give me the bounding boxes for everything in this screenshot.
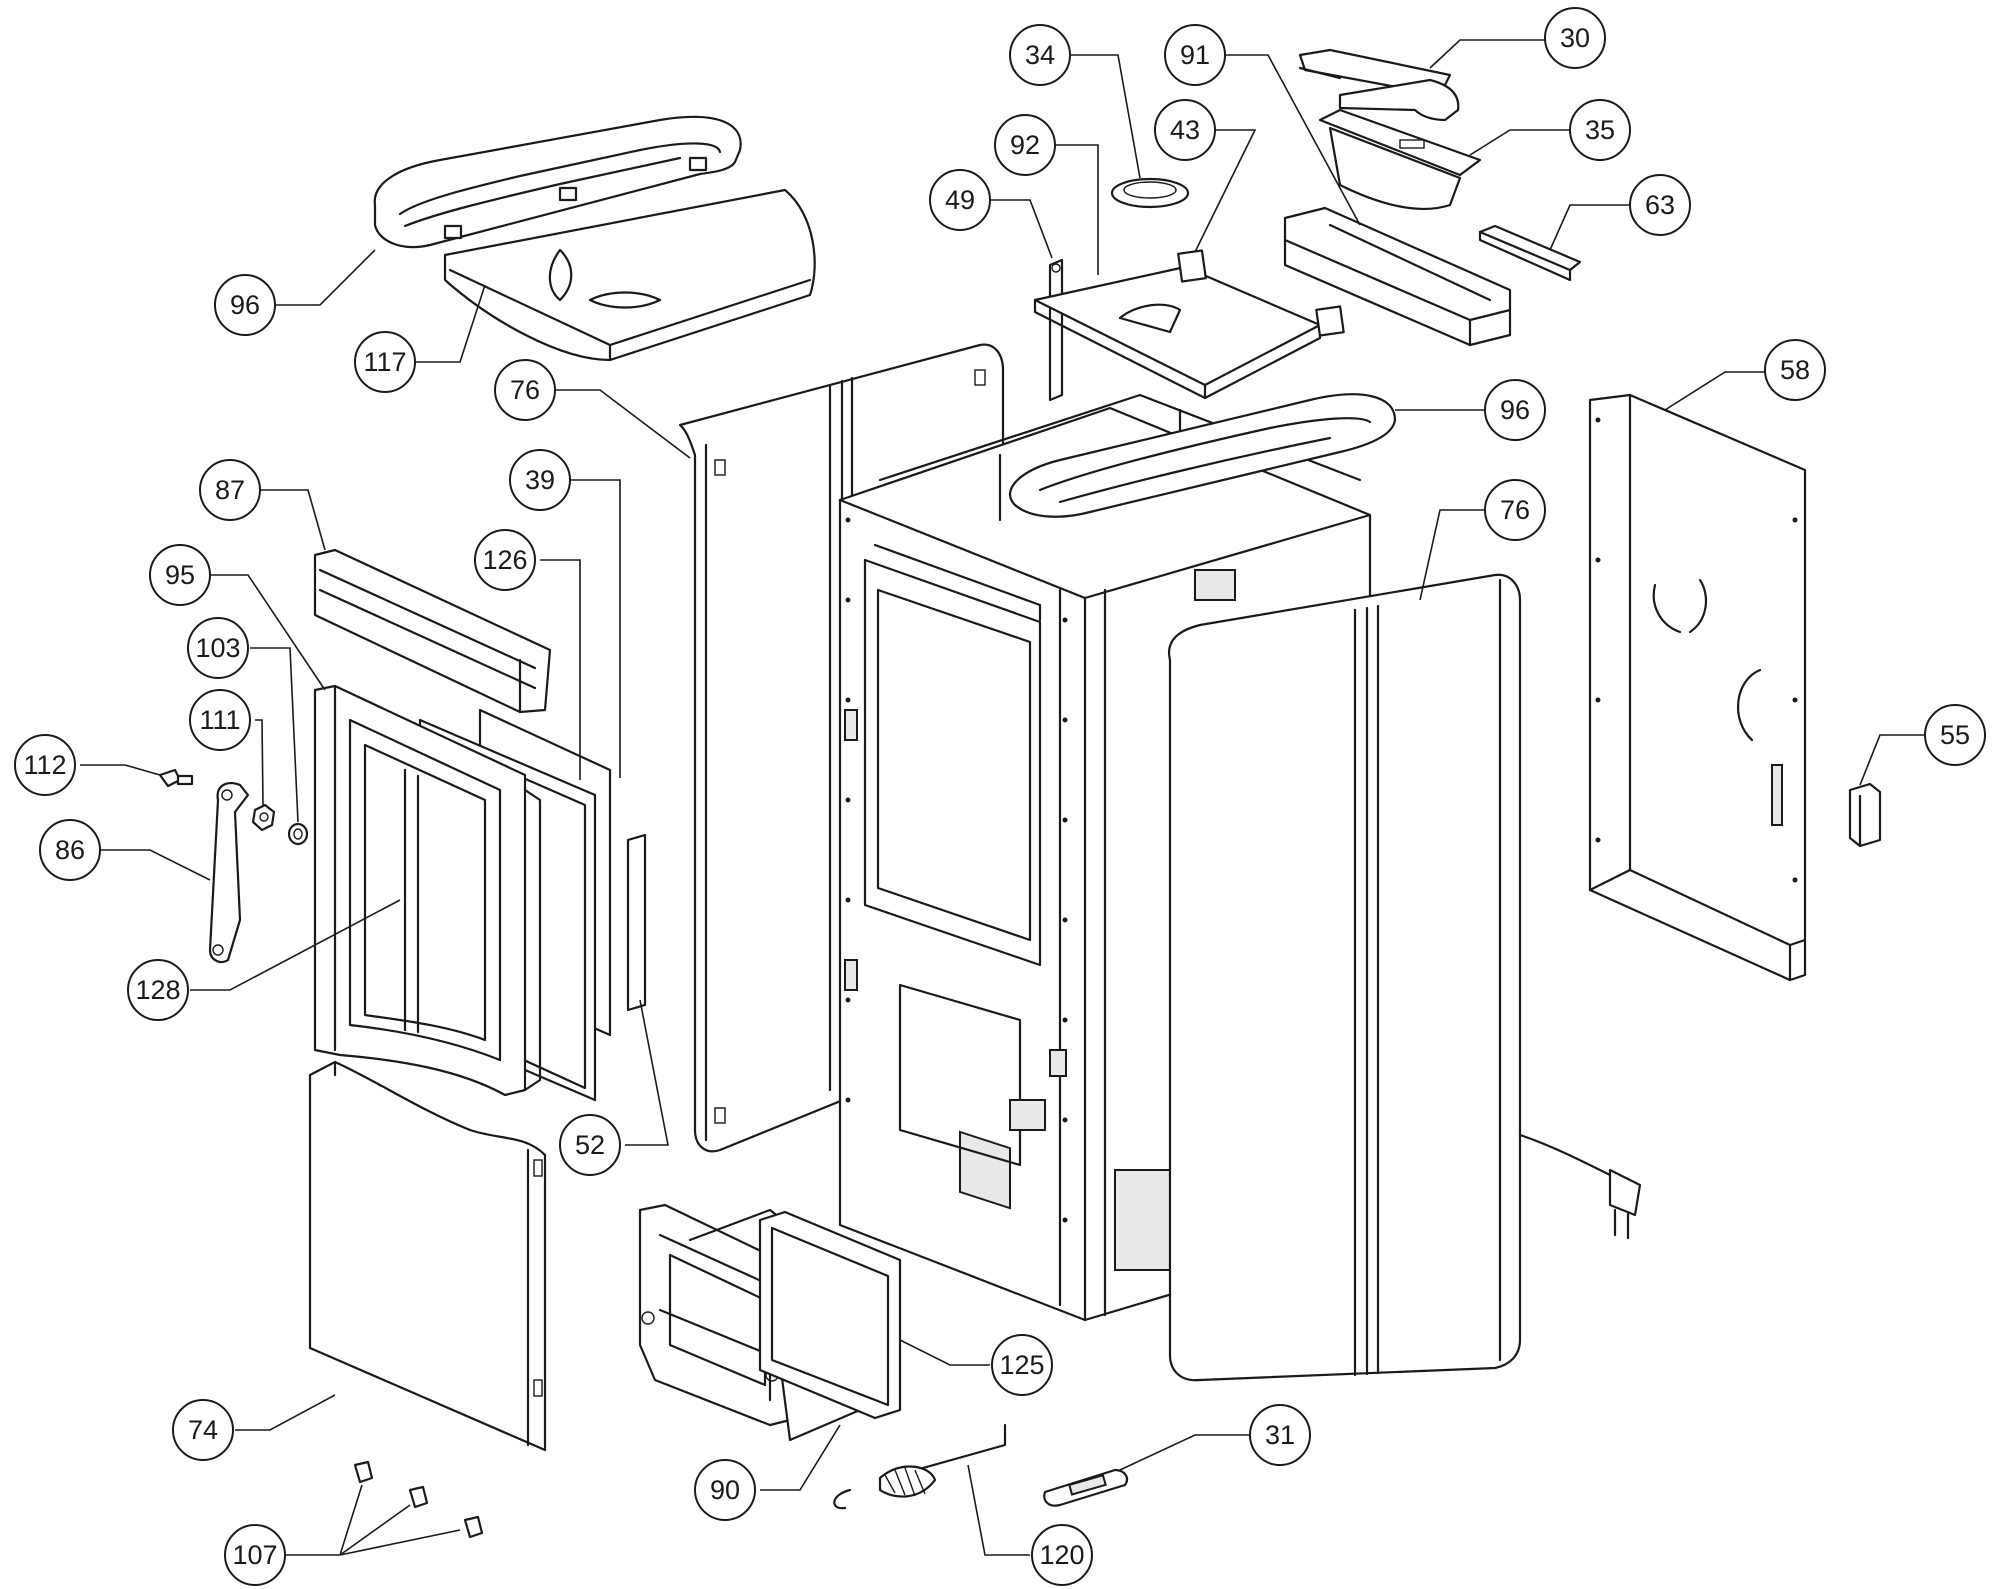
callout-43: 43 [1154,99,1216,161]
svg-text:52: 52 [575,1130,605,1160]
part-91-channel [1283,206,1512,347]
part-87-upper-grille [313,548,552,714]
part-125-drawer-gasket [758,1210,902,1420]
callout-76-right: 76 [1484,479,1546,541]
callout-49: 49 [929,169,991,231]
part-35-ash-tray [1318,108,1482,211]
svg-text:112: 112 [23,750,66,780]
part-74-lower-front-panel [308,1060,547,1452]
part-58-rear-panel [1588,393,1807,982]
callout-126: 126 [474,529,536,591]
part-120-spring-hook [833,1423,1007,1510]
svg-text:43: 43 [1170,115,1200,145]
svg-text:120: 120 [1039,1540,1084,1570]
callout-91: 91 [1164,24,1226,86]
callout-112: 112 [14,734,76,796]
svg-text:96: 96 [230,290,260,320]
callout-111: 111 [189,689,251,751]
callout-86: 86 [39,819,101,881]
callout-35: 35 [1569,99,1631,161]
callout-63: 63 [1629,174,1691,236]
svg-text:125: 125 [999,1350,1044,1380]
callout-117: 117 [354,331,416,393]
part-95-door-frame [313,684,542,1097]
part-43-hinge-plates [1177,249,1345,337]
part-30-hopper-lid [1298,48,1460,122]
svg-text:58: 58 [1780,355,1810,385]
part-49-bracket [1048,258,1064,402]
svg-text:76: 76 [1500,495,1530,525]
callout-31: 31 [1249,1404,1311,1466]
svg-text:111: 111 [199,705,240,735]
callout-74: 74 [172,1399,234,1461]
svg-text:103: 103 [195,633,240,663]
callout-87: 87 [199,459,261,521]
svg-text:63: 63 [1645,190,1675,220]
svg-text:76: 76 [510,375,540,405]
part-76-side-panel-right [1167,573,1642,1382]
part-86-latch-arm [208,782,250,964]
callout-128: 128 [127,959,189,1021]
svg-text:39: 39 [525,465,555,495]
callout-92: 92 [994,114,1056,176]
callout-34: 34 [1009,24,1071,86]
part-117-top-cover [443,188,816,362]
svg-text:91: 91 [1180,40,1210,70]
svg-text:117: 117 [363,347,406,377]
part-52-gasket-strip [626,833,647,1012]
callout-96-left: 96 [214,274,276,336]
part-96-top-trim-center [1008,393,1397,518]
callout-58: 58 [1764,339,1826,401]
callout-39: 39 [509,449,571,511]
svg-text:107: 107 [232,1540,277,1570]
callout-125: 125 [991,1334,1053,1396]
callout-76-left: 76 [494,359,556,421]
svg-text:96: 96 [1500,395,1530,425]
svg-text:31: 31 [1265,1420,1295,1450]
part-103-washer [287,822,309,846]
callout-30: 30 [1544,7,1606,69]
svg-text:74: 74 [188,1415,218,1445]
part-96-top-trim-left [373,115,742,249]
callout-95: 95 [149,544,211,606]
svg-text:30: 30 [1560,23,1590,53]
part-92-top-plate [1033,265,1322,400]
svg-text:126: 126 [482,545,527,575]
part-112-screw [158,768,194,788]
svg-text:55: 55 [1940,720,1970,750]
part-31-remote-control [1043,1468,1129,1507]
callout-55: 55 [1924,704,1986,766]
part-63-rail [1478,224,1582,282]
svg-text:87: 87 [215,475,245,505]
svg-text:90: 90 [710,1475,740,1505]
svg-text:95: 95 [165,560,195,590]
part-55-bracket-plate [1848,782,1882,848]
callout-96-center: 96 [1484,379,1546,441]
svg-text:34: 34 [1025,40,1055,70]
leader-lines [80,39,1925,1556]
callout-90: 90 [694,1459,756,1521]
callout-120: 120 [1031,1524,1093,1586]
svg-text:92: 92 [1010,130,1040,160]
svg-text:86: 86 [55,835,85,865]
callout-107: 107 [224,1524,286,1586]
svg-text:128: 128 [135,975,180,1005]
svg-text:49: 49 [945,185,975,215]
svg-text:35: 35 [1585,115,1615,145]
part-34-cap [1110,177,1190,209]
part-107-screws [353,1460,484,1539]
callout-103: 103 [187,617,249,679]
callout-52: 52 [559,1114,621,1176]
part-111-nut [251,803,276,832]
